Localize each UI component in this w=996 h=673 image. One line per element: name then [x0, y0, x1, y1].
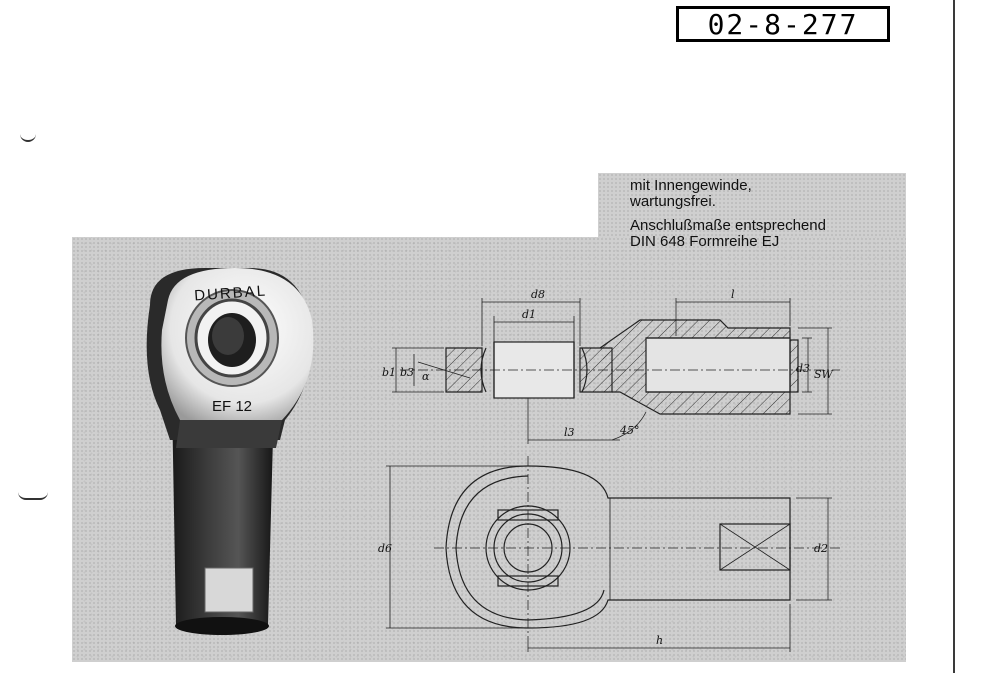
- section-dimensions: [392, 298, 832, 444]
- dim-label-alpha: α: [422, 370, 430, 383]
- section-view: [400, 319, 840, 415]
- dim-label-h: h: [656, 634, 663, 647]
- caption-background: [598, 173, 906, 243]
- dim-label-b3: b3: [400, 366, 414, 379]
- thread-bore: [645, 337, 791, 393]
- dim-label-angle: 45°: [619, 424, 640, 437]
- document-number: 02-8-277: [707, 7, 859, 41]
- dim-label-l3: l3: [564, 426, 575, 439]
- dim-label-d1: d1: [522, 308, 536, 321]
- wrench-flat: [204, 567, 254, 613]
- brand-label: DURBAL: [194, 282, 268, 304]
- model-label: EF 12: [212, 398, 252, 415]
- scan-edge-line: [953, 0, 955, 673]
- dim-label-l: l: [731, 288, 735, 301]
- dim-label-b1: b1: [382, 366, 396, 379]
- dim-label-d2: d2: [814, 542, 828, 555]
- flat-cross: [719, 523, 791, 571]
- document-number-stamp: 02-8-277: [676, 6, 890, 42]
- top-view: [434, 456, 840, 640]
- description-line: wartungsfrei.: [630, 193, 716, 210]
- dim-label-d3: d3: [796, 362, 810, 375]
- top-view-inner-outline: [455, 475, 605, 621]
- bearing-bore-inner: [212, 317, 244, 355]
- dim-label-sw: SW: [814, 368, 835, 381]
- dim-label-d8: d8: [531, 288, 545, 301]
- margin-mark: [18, 488, 48, 500]
- description-line: Anschlußmaße entsprechend: [630, 217, 826, 234]
- rod-end-photo: DURBAL EF 12: [146, 268, 314, 635]
- margin-mark: [20, 126, 36, 142]
- alpha-line: [417, 361, 471, 379]
- shank-end-section: [789, 339, 799, 393]
- shank-end: [175, 617, 269, 635]
- rod-end-neck: [176, 420, 282, 448]
- top-view-outline: [445, 465, 791, 629]
- angle-arc: [611, 411, 647, 441]
- product-description: mit Innengewinde, wartungsfrei. Anschluß…: [630, 178, 900, 250]
- top-view-dimensions: [386, 465, 832, 652]
- wrench-flat-view: [719, 523, 791, 571]
- description-line: DIN 648 Formreihe EJ: [630, 233, 780, 250]
- dim-label-d6: d6: [378, 542, 392, 555]
- description-line: mit Innengewinde,: [630, 177, 752, 194]
